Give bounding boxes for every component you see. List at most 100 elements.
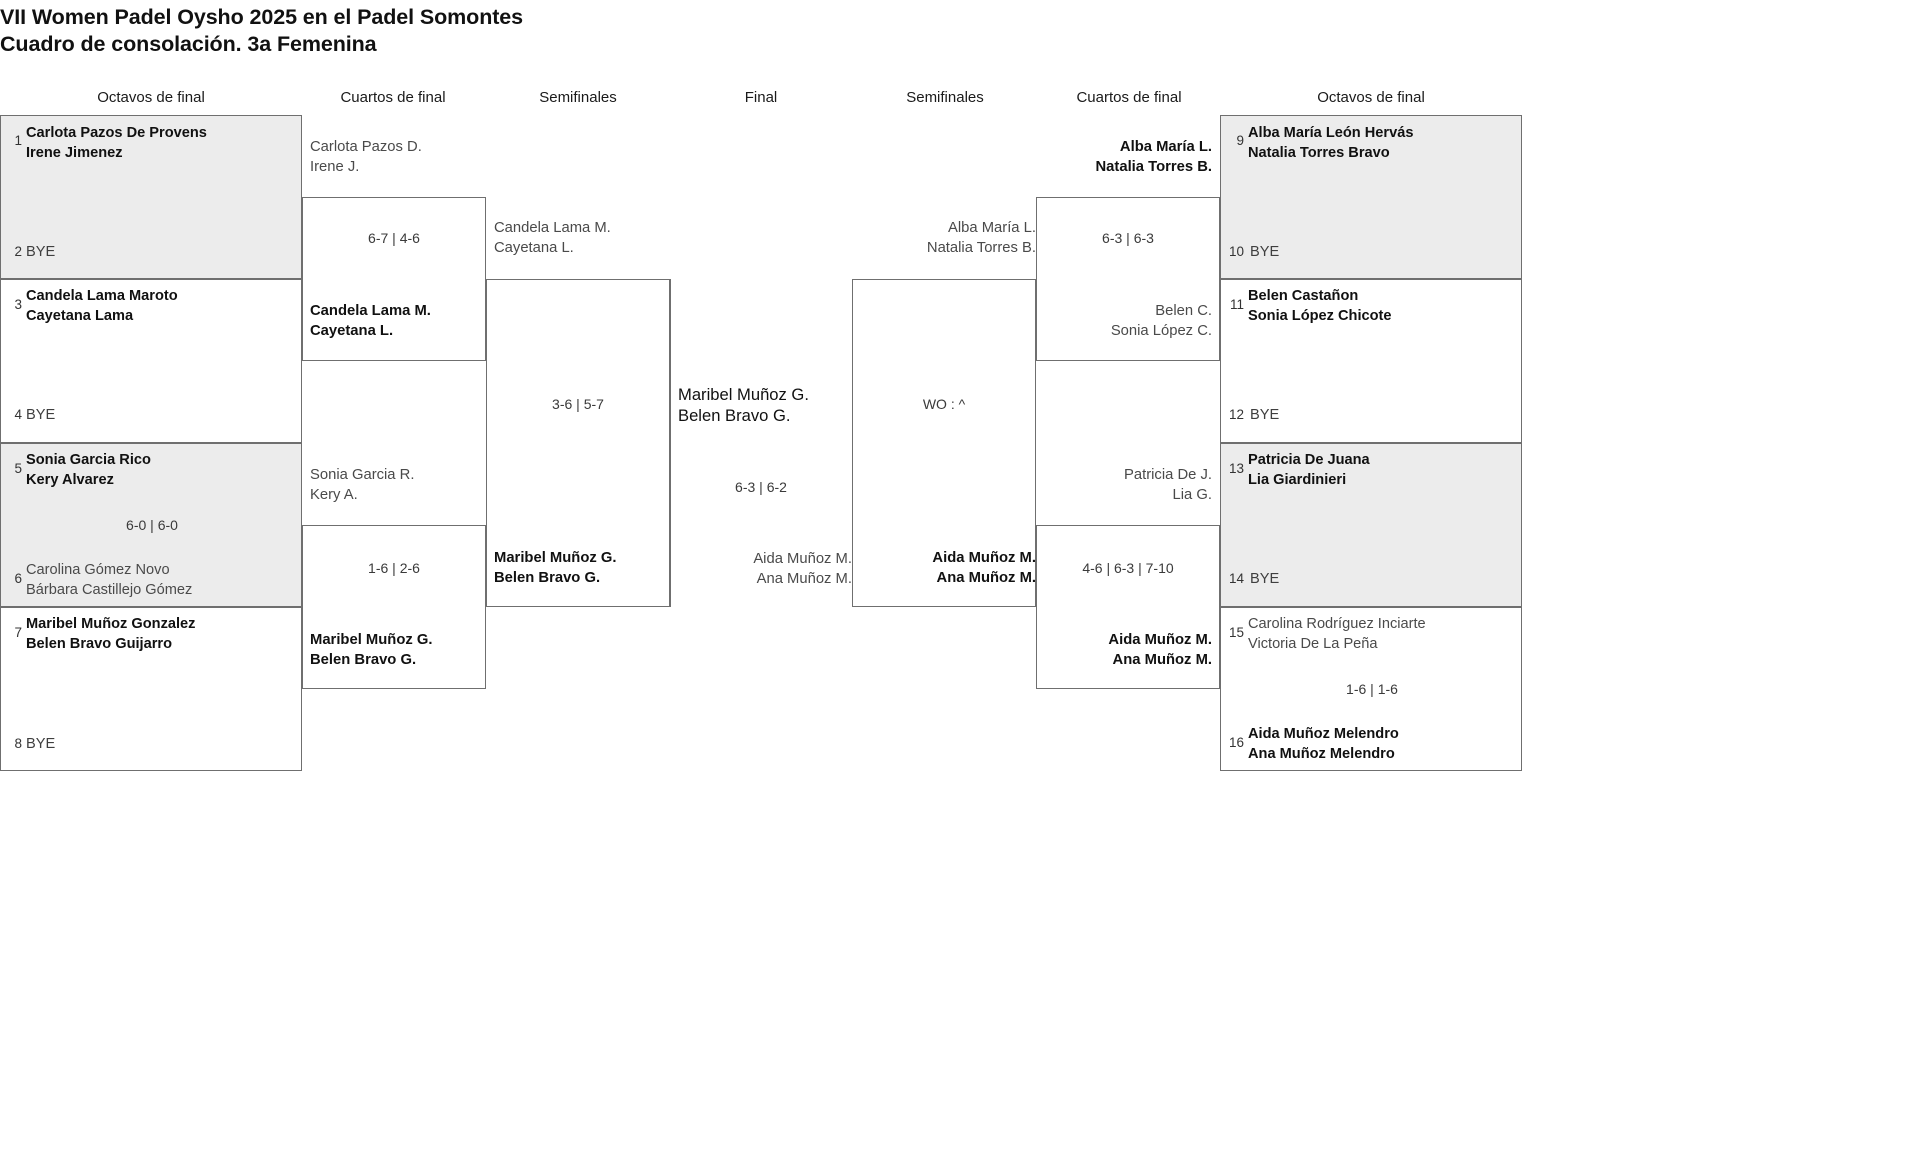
semis-left-team-1-player-2: Cayetana L. [494,239,574,256]
octavos-cell-13-14[interactable] [1220,443,1522,607]
cuartos-right-team-1: Alba María L. Natalia Torres B. [1020,138,1213,177]
team-16: Aida Muñoz Melendro Ana Muñoz Melendro [1248,725,1399,764]
octavos-cell-7-8[interactable] [0,607,302,771]
team-6: Carolina Gómez Novo Bárbara Castillejo G… [26,561,192,600]
seed-number-1: 1 [14,133,22,148]
score-cuartos-right-m2: 4-6 | 6-3 | 7-10 [1082,560,1174,576]
team-11-player-1: Belen Castañon [1248,288,1359,304]
page-title: VII Women Padel Oysho 2025 en el Padel S… [0,4,900,58]
final-winner: Maribel Muñoz G. Belen Bravo G. [678,384,809,426]
team-11-player-2: Sonia López Chicote [1248,307,1392,324]
round-header-left-cuartos: Cuartos de final [340,89,446,106]
semis-left-team-1: Candela Lama M. Cayetana L. [494,219,611,258]
final-runnerup-player-2: Ana Muñoz M. [756,570,852,587]
team-13-player-1: Patricia De Juana [1248,452,1370,468]
semis-left-team-2-player-1: Maribel Muñoz G. [494,550,617,566]
team-16-player-2: Ana Muñoz Melendro [1248,745,1395,762]
team-15-player-1: Carolina Rodríguez Inciarte [1248,616,1426,632]
semis-right-team-2-player-1: Aida Muñoz M. [932,550,1036,566]
team-1-player-2: Irene Jimenez [26,144,123,161]
cuartos-right-team-2-player-1: Belen C. [1155,303,1212,319]
seed-number-16: 16 [1228,735,1244,750]
cuartos-left-team-2: Candela Lama M. Cayetana L. [310,302,431,341]
team-6-player-2: Bárbara Castillejo Gómez [26,581,193,598]
cuartos-right-team-3: Patricia De J. Lia G. [1020,466,1212,505]
team-11: Belen Castañon Sonia López Chicote [1248,287,1392,326]
cuartos-right-team-4: Aida Muñoz M. Ana Muñoz M. [1020,631,1212,670]
cuartos-left-team-3-player-2: Kery A. [310,486,358,503]
seed-number-15: 15 [1228,625,1244,640]
final-runnerup-player-1: Aida Muñoz M. [753,551,852,567]
octavos-cell-3-4[interactable] [0,279,302,443]
score-cuartos-right-m1: 6-3 | 6-3 [1102,230,1154,246]
octavos-cell-11-12[interactable] [1220,279,1522,443]
team-10: BYE [1250,243,1279,263]
cuartos-right-team-2-player-2: Sonia López C. [1110,322,1212,339]
octavos-cell-9-10[interactable] [1220,115,1522,279]
seed-number-10: 10 [1228,244,1244,259]
cuartos-right-team-2: Belen C. Sonia López C. [1020,302,1212,341]
cuartos-right-team-3-player-1: Patricia De J. [1124,467,1212,483]
cuartos-left-team-1: Carlota Pazos D. Irene J. [310,138,422,177]
round-header-right-semis: Semifinales [906,89,984,106]
cuartos-right-box-1[interactable] [1036,197,1220,361]
cuartos-right-box-2[interactable] [1036,525,1220,689]
seed-number-4: 4 [14,407,22,422]
cuartos-left-team-3: Sonia Garcia R. Kery A. [310,466,414,505]
team-15: Carolina Rodríguez Inciarte Victoria De … [1248,615,1426,654]
semis-left-team-1-player-1: Candela Lama M. [494,220,611,236]
team-14: BYE [1250,570,1279,590]
cuartos-left-box-2[interactable] [302,525,486,689]
team-3-player-1: Candela Lama Maroto [26,288,178,304]
team-13-player-2: Lia Giardinieri [1248,471,1347,488]
cuartos-right-team-4-player-2: Ana Muñoz M. [1112,651,1212,668]
team-2: BYE [26,243,55,263]
team-3: Candela Lama Maroto Cayetana Lama [26,287,178,326]
team-7-player-2: Belen Bravo Guijarro [26,635,172,652]
semis-left-box[interactable] [486,279,670,607]
team-1: Carlota Pazos De Provens Irene Jimenez [26,124,207,163]
octavos-cell-1-2[interactable] [0,115,302,279]
team-14-player-1: BYE [1250,571,1280,587]
team-13: Patricia De Juana Lia Giardinieri [1248,451,1370,490]
octavos-cell-5-6[interactable] [0,443,302,607]
seed-number-2: 2 [14,244,22,259]
semis-right-team-2: Aida Muñoz M. Ana Muñoz M. [836,549,1036,588]
cuartos-right-team-1-player-2: Natalia Torres B. [1095,158,1213,175]
round-header-final: Final [744,89,778,106]
seed-number-3: 3 [14,297,22,312]
team-12-player-1: BYE [1250,407,1280,423]
team-5-player-1: Sonia Garcia Rico [26,452,151,468]
title-line-2: Cuadro de consolación. 3a Femenina [0,32,377,56]
round-header-left-octavos: Octavos de final [97,89,205,106]
seed-number-8: 8 [14,736,22,751]
final-left-divider [670,279,671,607]
team-4: BYE [26,406,55,426]
team-9-player-2: Natalia Torres Bravo [1248,144,1390,161]
team-2-player-1: BYE [26,244,56,260]
octavos-cell-15-16[interactable] [1220,607,1522,771]
semis-left-team-2: Maribel Muñoz G. Belen Bravo G. [494,549,617,588]
cuartos-left-team-2-player-2: Cayetana L. [310,322,394,339]
cuartos-left-team-4-player-1: Maribel Muñoz G. [310,632,433,648]
cuartos-left-team-2-player-1: Candela Lama M. [310,303,431,319]
semis-right-team-1-player-1: Alba María L. [947,220,1036,236]
score-final: 6-3 | 6-2 [735,479,787,495]
semis-right-team-2-player-2: Ana Muñoz M. [936,569,1036,586]
seed-number-11: 11 [1229,297,1244,312]
semis-left-team-2-player-2: Belen Bravo G. [494,569,601,586]
semis-right-box[interactable] [852,279,1036,607]
score-cuartos-left-m1: 6-7 | 4-6 [368,230,420,246]
cuartos-left-team-1-player-1: Carlota Pazos D. [310,139,422,155]
seed-number-13: 13 [1228,461,1244,476]
cuartos-left-box-1[interactable] [302,197,486,361]
score-octavos-right-m8: 1-6 | 1-6 [1346,681,1398,697]
semis-right-team-1-player-2: Natalia Torres B. [926,239,1036,256]
title-line-1: VII Women Padel Oysho 2025 en el Padel S… [0,5,524,29]
round-header-left-semis: Semifinales [539,89,617,106]
seed-number-6: 6 [14,571,22,586]
score-cuartos-left-m2: 1-6 | 2-6 [368,560,420,576]
team-8: BYE [26,735,55,755]
team-5-player-2: Kery Alvarez [26,471,114,488]
